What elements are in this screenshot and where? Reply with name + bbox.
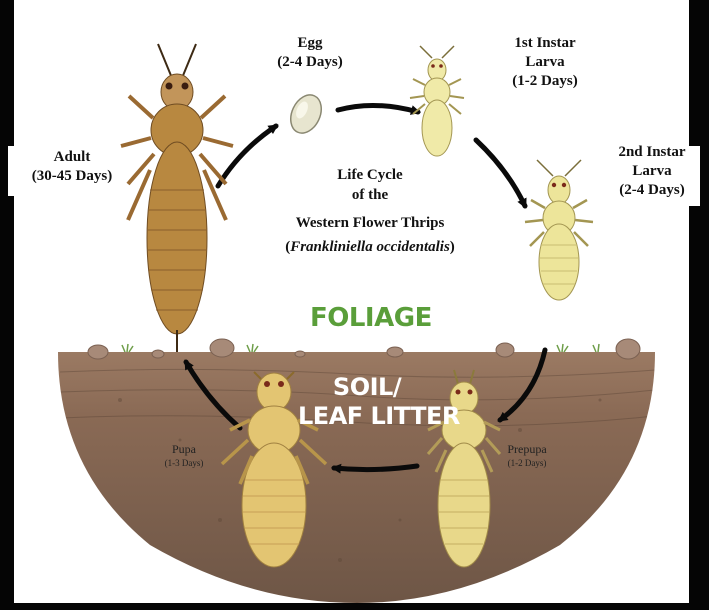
instar2-larva-illustration xyxy=(525,160,593,300)
prepupa-label: Prepupa (1-2 Days) xyxy=(490,442,564,469)
soil-label-line1: SOIL/ xyxy=(298,373,436,402)
pupa-name: Pupa xyxy=(152,442,216,457)
title-line2: of the xyxy=(255,183,485,207)
egg-name: Egg xyxy=(270,34,350,53)
instar2-label: 2nd Instar Larva (2-4 Days) xyxy=(604,143,700,200)
adult-duration: (30-45 Days) xyxy=(10,167,134,186)
instar2-duration: (2-4 Days) xyxy=(604,181,700,200)
scientific-name: (Frankliniella occidentalis) xyxy=(255,235,485,259)
instar2-name-line2: Larva xyxy=(604,162,700,181)
pupa-label: Pupa (1-3 Days) xyxy=(152,442,216,469)
prepupa-name: Prepupa xyxy=(490,442,564,457)
adult-name: Adult xyxy=(10,148,134,167)
soil-label: SOIL/ LEAF LITTER xyxy=(298,373,436,431)
diagram-title: Life Cycle of the Western Flower Thrips … xyxy=(255,163,485,259)
instar2-name-line1: 2nd Instar xyxy=(604,143,700,162)
prepupa-duration: (1-2 Days) xyxy=(490,457,564,469)
egg-illustration xyxy=(285,90,327,138)
pupa-duration: (1-3 Days) xyxy=(152,457,216,469)
instar1-name-line1: 1st Instar xyxy=(495,34,595,53)
soil-label-line2: LEAF LITTER xyxy=(298,402,436,431)
instar1-duration: (1-2 Days) xyxy=(495,72,595,91)
egg-duration: (2-4 Days) xyxy=(270,53,350,72)
scientific-close-paren: ) xyxy=(450,239,455,255)
adult-label: Adult (30-45 Days) xyxy=(10,148,134,186)
egg-label: Egg (2-4 Days) xyxy=(270,34,350,72)
foliage-label: FOLIAGE xyxy=(310,303,430,333)
adult-illustration xyxy=(121,44,233,352)
instar1-name-line2: Larva xyxy=(495,53,595,72)
scientific-name-text: Frankliniella occidentalis xyxy=(290,239,450,255)
instar1-larva-illustration xyxy=(410,46,464,156)
instar1-label: 1st Instar Larva (1-2 Days) xyxy=(495,34,595,91)
title-line3: Western Flower Thrips xyxy=(255,211,485,235)
